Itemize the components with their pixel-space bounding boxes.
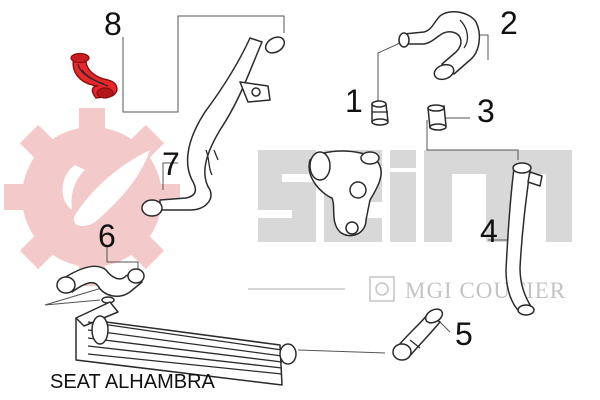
vehicle-caption: SEAT ALHAMBRA xyxy=(50,371,215,393)
part-8-hose[interactable] xyxy=(70,52,118,99)
brand-text: MGI COUTIER xyxy=(405,278,566,303)
part-number-8: 8 xyxy=(104,6,122,42)
part-number-7: 7 xyxy=(162,146,180,182)
part-2-hose[interactable] xyxy=(398,10,481,82)
gear-logo-watermark xyxy=(4,108,180,286)
brand-line-watermark: MGI COUTIER xyxy=(248,276,566,303)
part-number-4: 4 xyxy=(480,213,498,249)
part-1-sleeve[interactable] xyxy=(371,100,389,126)
part-7-hose[interactable] xyxy=(141,34,287,217)
part-numbers: 8 7 6 1 2 3 4 5 xyxy=(98,5,518,352)
throttle-housing[interactable] xyxy=(308,150,382,237)
part-number-2: 2 xyxy=(500,5,518,41)
part-3-sleeve[interactable] xyxy=(427,104,447,131)
part-number-6: 6 xyxy=(98,218,116,254)
part-5-hose[interactable] xyxy=(392,306,445,361)
part-number-1: 1 xyxy=(345,83,363,119)
part-6-hose[interactable] xyxy=(56,265,145,304)
part-number-3: 3 xyxy=(477,93,495,129)
part-4-hose[interactable] xyxy=(505,162,543,316)
intercooler[interactable] xyxy=(75,301,297,386)
part-number-5: 5 xyxy=(455,316,473,352)
